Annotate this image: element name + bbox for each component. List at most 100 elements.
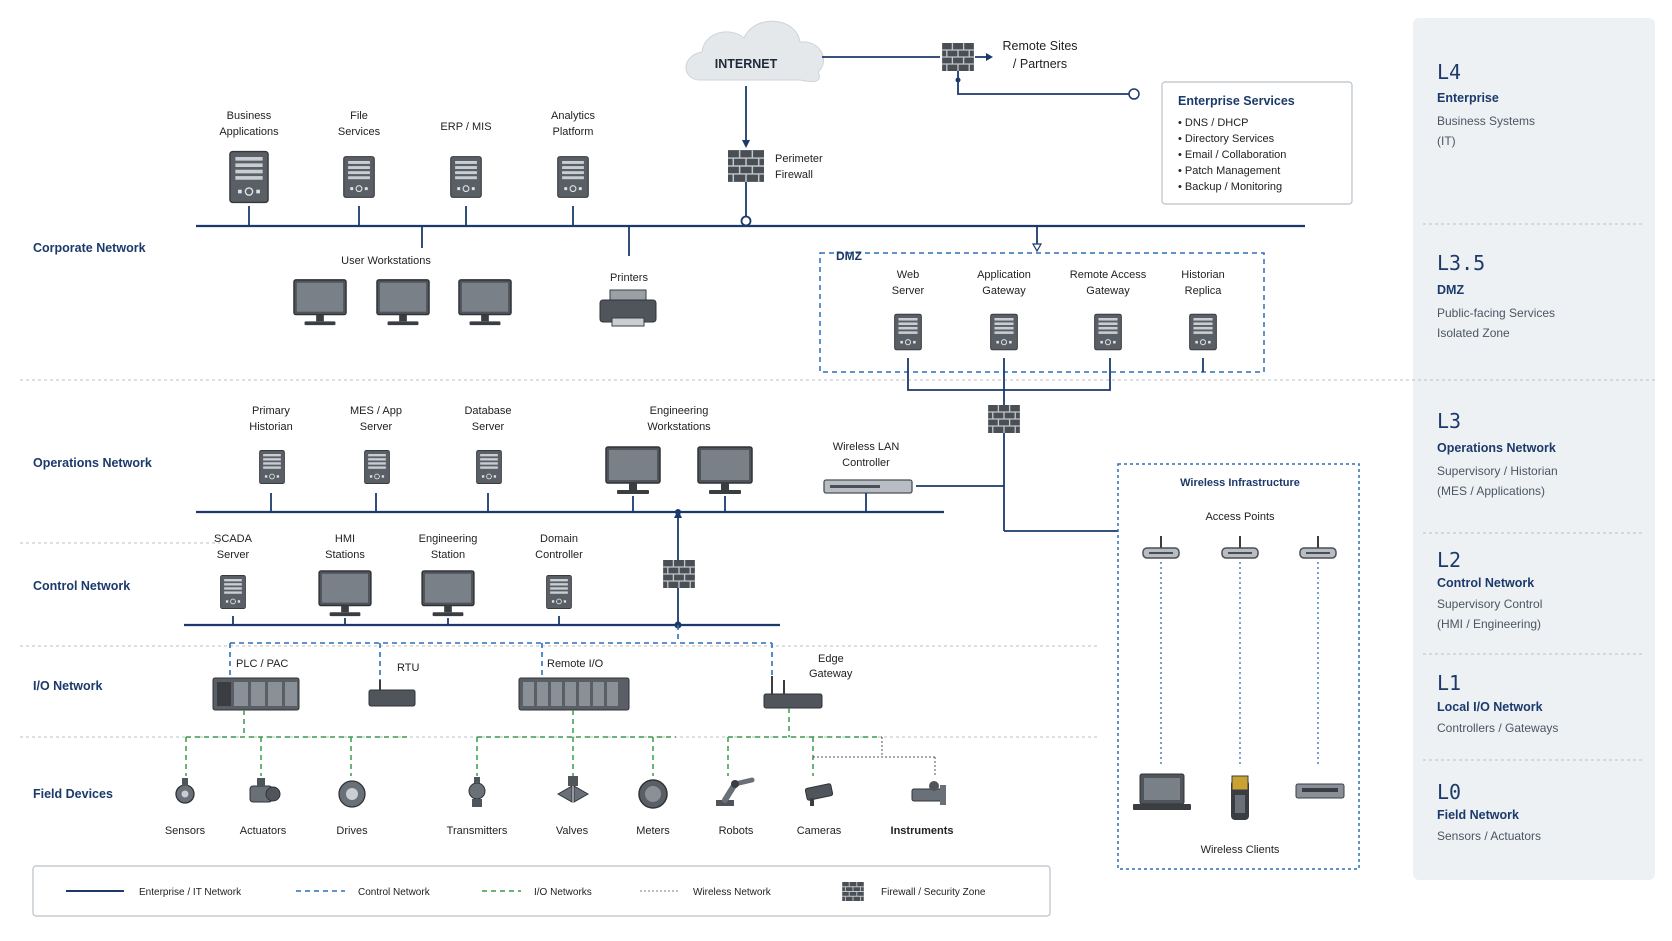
svg-text:File: File: [350, 110, 368, 122]
legend-io: I/O Networks: [534, 887, 592, 898]
svg-text:Isolated Zone: Isolated Zone: [1437, 326, 1510, 340]
svg-text:Public-facing Services: Public-facing Services: [1437, 306, 1555, 320]
legend-firewall: Firewall / Security Zone: [881, 887, 986, 898]
svg-text:Enterprise: Enterprise: [1437, 91, 1499, 105]
remote-sites-label: Remote Sites: [1002, 39, 1077, 53]
dmz-firewall-icon: [987, 405, 1021, 433]
svg-text:L3.5: L3.5: [1437, 251, 1485, 275]
remote-access-gateway-icon: [1094, 313, 1122, 351]
legend-enterprise: Enterprise / IT Network: [139, 887, 242, 898]
svg-text:Wireless LAN: Wireless LAN: [833, 441, 900, 453]
svg-text:• Directory Services: • Directory Services: [1178, 133, 1275, 145]
control-nodes: SCADA Server HMI Stations Engineering St…: [214, 533, 583, 625]
dmz-servers: Web Server Application Gateway Remote Ac…: [892, 269, 1225, 351]
plc-pac-label: PLC / PAC: [236, 658, 288, 670]
enterprise-services-box: Enterprise Services • DNS / DHCP • Direc…: [1161, 81, 1353, 205]
rtu-icon: [368, 680, 416, 707]
level-l2: L2 Control Network Supervisory Control (…: [1437, 548, 1542, 631]
access-point-icon: [1299, 536, 1337, 559]
enterprise-services-title: Enterprise Services: [1178, 94, 1295, 108]
engineering-workstation-icon: [697, 446, 753, 495]
level-l0: L0 Field Network Sensors / Actuators: [1437, 780, 1541, 843]
svg-text:L1: L1: [1437, 671, 1461, 695]
svg-text:L3: L3: [1437, 409, 1461, 433]
svg-text:MES / App: MES / App: [350, 405, 402, 417]
svg-text:Database: Database: [464, 405, 511, 417]
svg-text:Controller: Controller: [535, 549, 583, 561]
field-devices-label: Field Devices: [33, 787, 113, 801]
access-points-label: Access Points: [1205, 511, 1275, 523]
svg-text:Historian: Historian: [1181, 269, 1224, 281]
edge-gateway-icon: [763, 676, 823, 709]
robot-icon: [716, 777, 755, 806]
scada-server-icon: [220, 574, 246, 610]
workstation-icon: [293, 279, 347, 326]
workstation-icon: [458, 279, 512, 326]
legend-firewall-icon: [841, 882, 865, 901]
svg-text:Actuators: Actuators: [240, 825, 287, 837]
svg-text:Web: Web: [897, 269, 919, 281]
svg-text:Station: Station: [431, 549, 465, 561]
svg-text:Controller: Controller: [842, 457, 890, 469]
legend: Enterprise / IT Network Control Network …: [32, 865, 1051, 917]
handheld-scanner-icon: [1231, 775, 1249, 820]
valve-icon: [556, 776, 590, 803]
operations-servers: Primary Historian MES / App Server Datab…: [249, 405, 913, 512]
field-device-icons: [175, 776, 946, 809]
hmi-station-icon: [318, 570, 372, 617]
domain-controller-icon: [546, 574, 572, 610]
file-services-server-icon: [343, 155, 375, 199]
svg-text:Platform: Platform: [553, 126, 594, 138]
access-point-icon: [1142, 536, 1180, 559]
svg-text:Instruments: Instruments: [891, 825, 954, 837]
svg-text:Control Network: Control Network: [1437, 576, 1534, 590]
dmz-label: DMZ: [836, 249, 862, 263]
internet-cloud: INTERNET: [685, 20, 824, 83]
svg-text:Firewall: Firewall: [775, 169, 813, 181]
io-network-label: I/O Network: [33, 679, 103, 693]
web-server-icon: [894, 313, 922, 351]
meter-icon: [638, 779, 668, 809]
svg-text:Supervisory / Historian: Supervisory / Historian: [1437, 464, 1558, 478]
database-server-icon: [476, 449, 502, 485]
svg-text:HMI: HMI: [335, 533, 355, 545]
svg-text:Controllers / Gateways: Controllers / Gateways: [1437, 721, 1558, 735]
svg-text:Gateway: Gateway: [1086, 285, 1130, 297]
plc-pac-icon: [212, 677, 300, 711]
laptop-icon: [1133, 773, 1191, 810]
transmitter-icon: [468, 777, 486, 807]
wireless-clients-label: Wireless Clients: [1201, 844, 1280, 856]
camera-icon: [804, 783, 834, 806]
svg-text:• Backup / Monitoring: • Backup / Monitoring: [1178, 181, 1282, 193]
drive-icon: [338, 780, 366, 808]
svg-text:(IT): (IT): [1437, 134, 1456, 148]
svg-text:• Patch Management: • Patch Management: [1178, 165, 1280, 177]
dmz-zone: [819, 252, 1265, 373]
svg-text:ERP / MIS: ERP / MIS: [440, 121, 491, 133]
remote-io-label: Remote I/O: [547, 658, 604, 670]
mes-app-server-icon: [364, 449, 390, 485]
level-l1: L1 Local I/O Network Controllers / Gatew…: [1437, 671, 1558, 735]
svg-text:Primary: Primary: [252, 405, 290, 417]
corporate-network-label: Corporate Network: [33, 241, 146, 255]
level-l3: L3 Operations Network Supervisory / Hist…: [1437, 409, 1558, 498]
instrument-icon: [911, 781, 946, 805]
svg-text:Server: Server: [892, 285, 925, 297]
svg-text:Meters: Meters: [636, 825, 670, 837]
wireless-zone: [1117, 463, 1360, 870]
erp-mis-server-icon: [450, 155, 482, 199]
legend-wireless: Wireless Network: [693, 887, 772, 898]
perimeter-firewall-label: Perimeter: [775, 153, 823, 165]
svg-text:Replica: Replica: [1185, 285, 1223, 297]
business-applications-server-icon: [229, 150, 269, 204]
svg-text:Local I/O Network: Local I/O Network: [1437, 700, 1543, 714]
svg-text:Analytics: Analytics: [551, 110, 596, 122]
svg-text:Engineering: Engineering: [419, 533, 478, 545]
level-panel: [1413, 18, 1655, 880]
svg-text:(MES / Applications): (MES / Applications): [1437, 484, 1545, 498]
wireless-lan-controller-icon: [823, 479, 913, 494]
internet-label: INTERNET: [715, 57, 778, 71]
svg-text:Services: Services: [338, 126, 381, 138]
remote-firewall-icon: [941, 43, 975, 71]
